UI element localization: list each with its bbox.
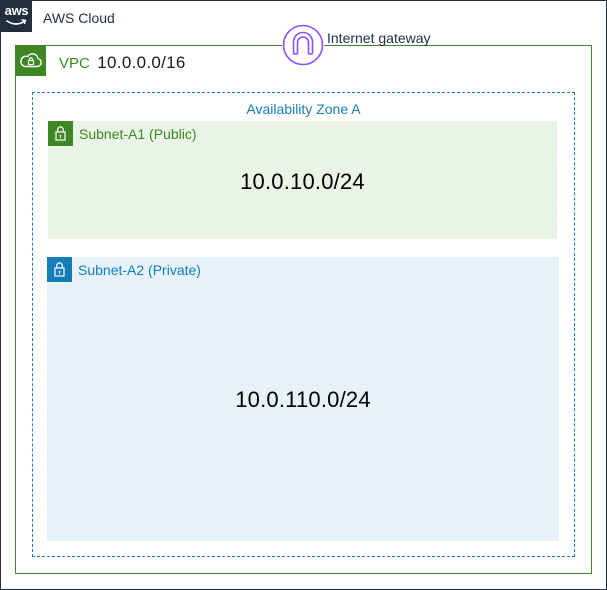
private-subnet-group: Subnet-A2 (Private) 10.0.110.0/24 xyxy=(47,257,559,541)
vpc-cidr: 10.0.0.0/16 xyxy=(97,53,186,72)
vpc-label: VPC 10.0.0.0/16 xyxy=(59,53,186,74)
public-subnet-label: Subnet-A1 (Public) xyxy=(79,126,197,142)
aws-logo: aws xyxy=(1,1,32,32)
public-subnet-lock-icon xyxy=(48,121,73,146)
aws-smile-icon xyxy=(6,19,27,25)
internet-gateway-label: Internet gateway xyxy=(327,30,431,46)
availability-zone-label: Availability Zone A xyxy=(246,101,361,117)
vpc-cloud-lock-icon xyxy=(16,46,46,76)
aws-logo-text: aws xyxy=(4,3,29,18)
public-subnet-group: Subnet-A1 (Public) 10.0.10.0/24 xyxy=(48,121,557,239)
private-subnet-label: Subnet-A2 (Private) xyxy=(78,262,201,278)
public-subnet-cidr: 10.0.10.0/24 xyxy=(240,169,365,194)
internet-gateway-icon xyxy=(282,24,324,66)
private-subnet-lock-icon xyxy=(47,257,72,282)
aws-cloud-label: AWS Cloud xyxy=(43,10,115,26)
vpc-name: VPC xyxy=(59,55,90,72)
private-subnet-cidr: 10.0.110.0/24 xyxy=(235,387,371,412)
availability-zone-group: Availability Zone A xyxy=(32,92,575,557)
